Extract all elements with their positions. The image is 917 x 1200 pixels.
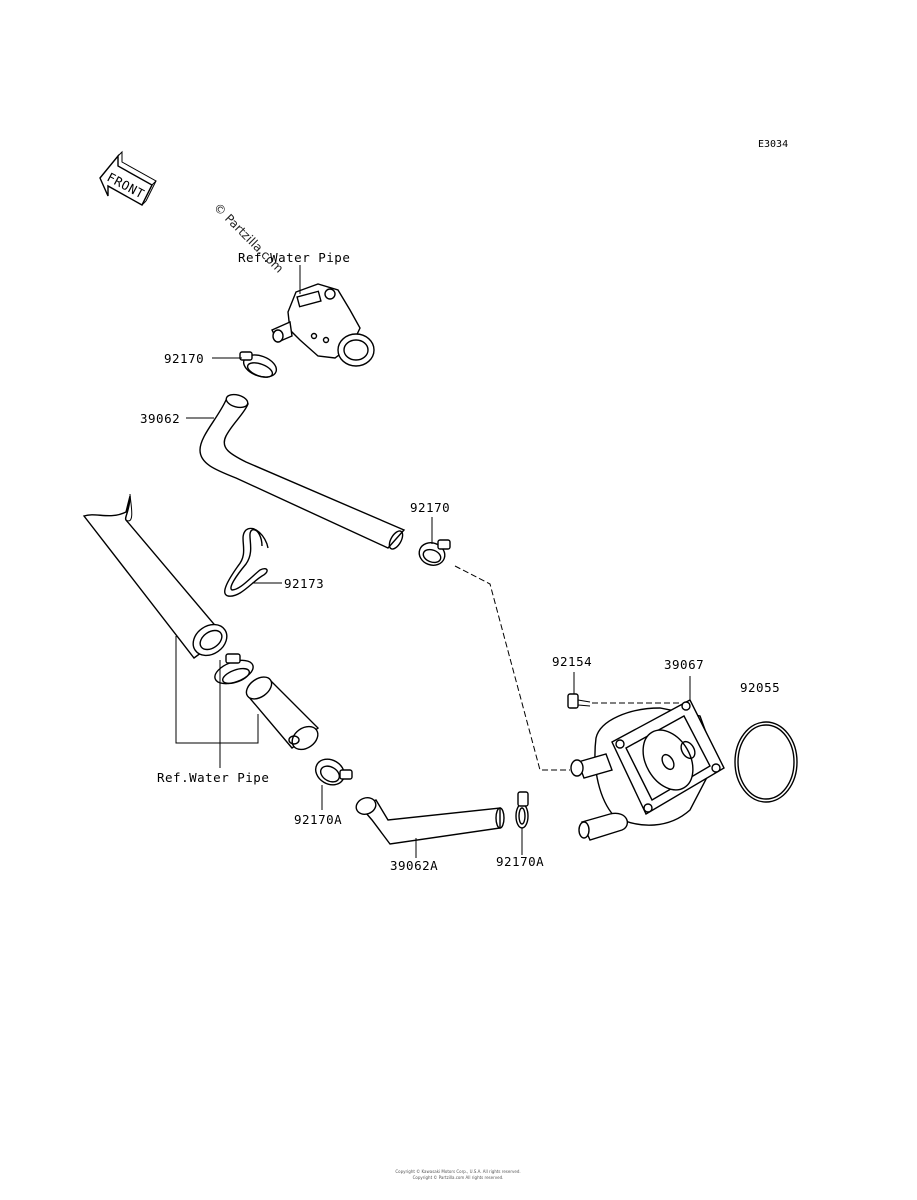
label-92170-mid: 92170 [410,500,450,515]
hose-39062 [199,393,406,550]
bolt-92154 [567,693,591,709]
label-39067: 39067 [664,657,704,672]
label-92173: 92173 [284,576,324,591]
label-39062A: 39062A [390,858,438,873]
oil-cooler-39067 [570,699,725,841]
label-92170A-left: 92170A [294,812,342,827]
label-ref-water-pipe-bottom: Ref.Water Pipe [157,770,269,785]
label-92154: 92154 [552,654,592,669]
o-ring-92055 [734,721,798,803]
diagram-code: E3034 [758,139,788,150]
pipe-segment [245,676,320,751]
clamp-92170-mid [418,539,451,566]
label-92170-top: 92170 [164,351,204,366]
clamp-92170A-left [314,758,353,786]
clamp-92170-top [239,351,278,378]
clip-92173 [224,527,269,597]
footer-copyright-2: Copyright © Partzilla.com All rights res… [413,1175,504,1180]
label-92055: 92055 [740,680,780,695]
hose-39062A [355,797,505,845]
footer-copyright-1: Copyright © Kawasaki Motors Corp., U.S.A… [395,1169,520,1174]
label-92170A-right: 92170A [496,854,544,869]
label-39062: 39062 [140,411,180,426]
label-ref-water-pipe-top: Ref.Water Pipe [238,250,350,265]
clamp-water-pipe [214,653,254,685]
clamp-92170A-right [515,791,529,829]
thermostat-housing [271,283,375,367]
front-arrow-icon: FRONT [99,150,157,206]
water-pipe-left [82,493,228,659]
